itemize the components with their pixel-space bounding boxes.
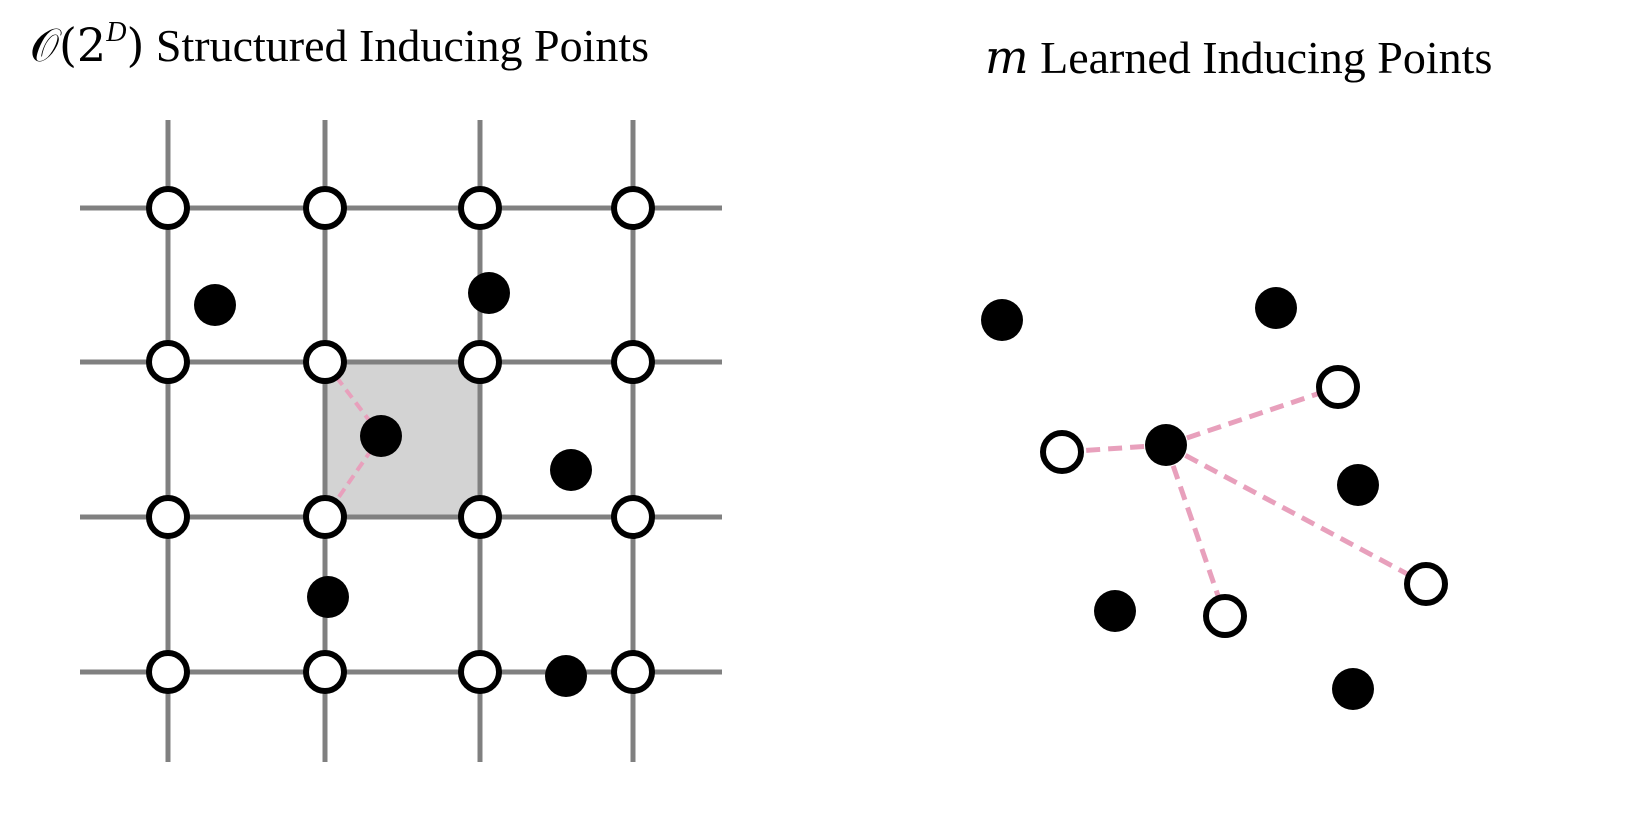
grid-inducing-point	[146, 186, 190, 230]
learned-inducing-point	[1316, 365, 1360, 409]
grid-inducing-point	[303, 495, 347, 539]
grid-inducing-point	[611, 650, 655, 694]
grid-inducing-point	[611, 186, 655, 230]
grid-inducing-point	[458, 495, 502, 539]
learned-points-panel	[981, 287, 1448, 710]
right-panel-title: m Learned Inducing Points	[985, 30, 1492, 84]
big-o-close-paren: )	[126, 18, 145, 72]
data-point	[545, 655, 587, 697]
m-symbol: m	[985, 30, 1029, 84]
connector-line	[1165, 384, 1339, 448]
learned-inducing-point	[1404, 562, 1448, 606]
data-point	[468, 272, 510, 314]
structured-grid-panel	[80, 120, 722, 762]
data-point	[1337, 464, 1379, 506]
grid-inducing-point	[146, 650, 190, 694]
data-point	[1332, 668, 1374, 710]
grid-inducing-point	[146, 340, 190, 384]
data-point	[360, 415, 402, 457]
learned-inducing-point	[1040, 430, 1084, 474]
left-title-text: Structured Inducing Points	[155, 20, 650, 71]
connector-line	[1163, 444, 1228, 617]
connector-line	[1164, 442, 1428, 587]
connector-line	[1061, 442, 1167, 455]
highlighted-grid-cell	[325, 362, 480, 517]
dimension-superscript: D	[106, 16, 127, 48]
grid-inducing-point	[303, 340, 347, 384]
data-point	[1094, 590, 1136, 632]
grid-inducing-point	[303, 186, 347, 230]
grid-inducing-point	[458, 186, 502, 230]
grid-inducing-point	[611, 495, 655, 539]
right-title-text: Learned Inducing Points	[1040, 32, 1493, 83]
data-point	[1255, 287, 1297, 329]
data-point	[307, 576, 349, 618]
grid-inducing-point	[458, 650, 502, 694]
grid-inducing-point	[611, 340, 655, 384]
grid-inducing-point	[458, 340, 502, 384]
data-point	[1145, 424, 1187, 466]
data-point	[550, 449, 592, 491]
big-o-notation: 𝒪(2	[30, 18, 107, 72]
data-point	[981, 299, 1023, 341]
grid-inducing-point	[146, 495, 190, 539]
data-point	[194, 284, 236, 326]
left-panel-title: 𝒪(2D) Structured Inducing Points	[30, 16, 650, 74]
learned-inducing-point	[1203, 594, 1247, 638]
grid-inducing-point	[303, 650, 347, 694]
